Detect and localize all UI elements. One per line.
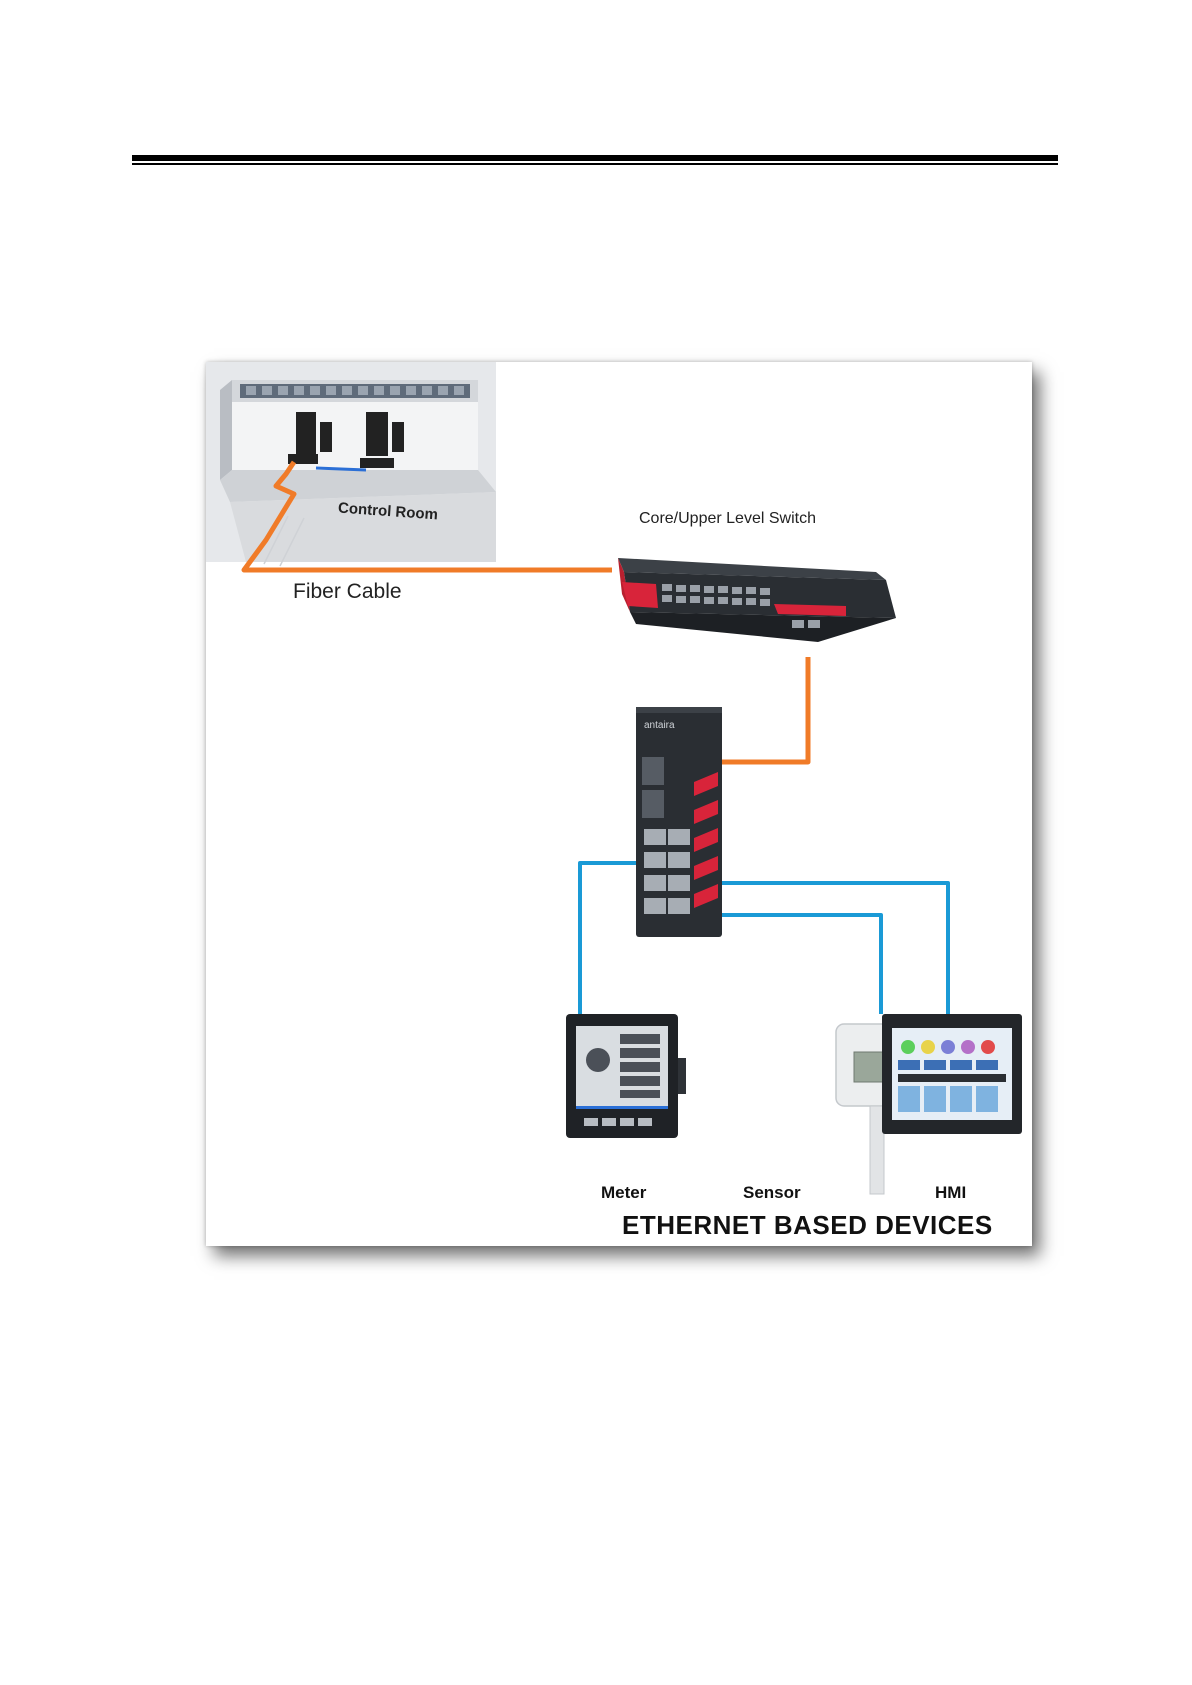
- network-diagram-figure: antaira: [206, 362, 1032, 1246]
- header-rule-thin: [132, 163, 1058, 165]
- ethernet-cable-lines: [580, 863, 948, 1014]
- meter-graphic: [566, 1014, 686, 1138]
- sensor-label: Sensor: [743, 1183, 801, 1203]
- meter-label: Meter: [601, 1183, 646, 1203]
- network-diagram-svg: antaira: [206, 362, 1032, 1246]
- header-rule-thick: [132, 155, 1058, 161]
- hmi-graphic: [882, 1014, 1022, 1134]
- switch-brand-text: antaira: [644, 720, 675, 731]
- ethernet-devices-label: ETHERNET BASED DEVICES: [622, 1210, 993, 1241]
- core-switch-label: Core/Upper Level Switch: [639, 510, 816, 528]
- control-room-graphic: [206, 362, 496, 562]
- hmi-label: HMI: [935, 1183, 966, 1203]
- industrial-switch-graphic: antaira: [636, 707, 722, 937]
- core-switch-graphic: [618, 558, 896, 642]
- fiber-cable-label: Fiber Cable: [293, 580, 402, 604]
